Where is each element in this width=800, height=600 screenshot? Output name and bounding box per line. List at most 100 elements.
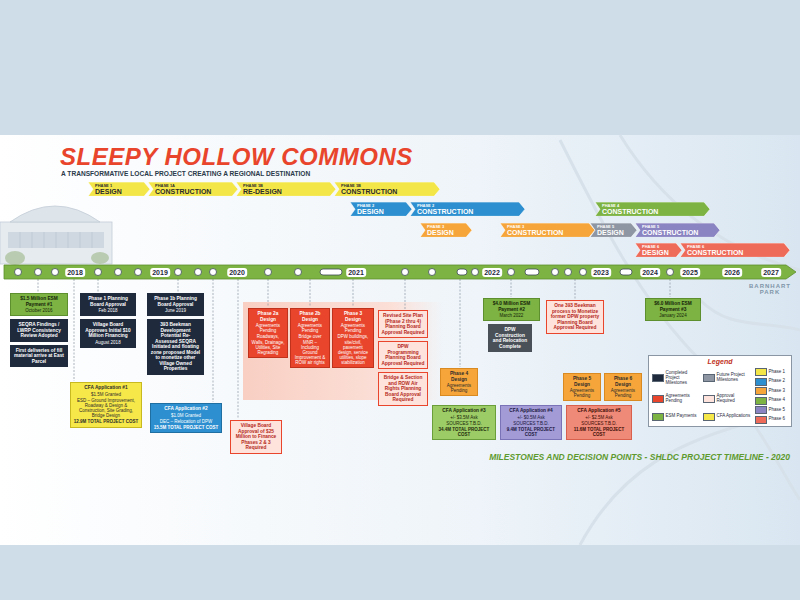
box-text: DESIGN [95,188,143,195]
phase-arrow: PHASE 3CONSTRUCTION [500,223,595,237]
box-heading: One 393 Beekman process to Monetize form… [550,303,601,331]
legend-grid: Completed Project MilestonesFuture Proje… [652,368,789,424]
box-text: DESIGN [357,208,405,215]
leader-lines [38,279,670,419]
legend-text: Phase 2 [769,379,786,384]
box-heading: CFA Application #3 [436,408,493,414]
milestone-box: CFA Application #4+/- $0.5M AskSOURCES T… [500,405,562,440]
box-heading: Phase 4 Design [444,371,475,382]
box-text: 11.6M TOTAL PROJECT COST [570,427,629,437]
year-label: 2019 [150,268,170,277]
box-heading: CFA Application #5 [570,408,629,414]
legend-text: Phase 1 [769,370,786,375]
box-text: CONSTRUCTION [417,208,518,215]
box-heading: CFA Application #1 [74,385,139,391]
box-heading: Phase 2b Design [294,311,327,322]
milestone-box: DPW Programming Planning Board Approval … [378,341,428,369]
year-label: 2018 [65,268,85,277]
legend-item: Future Project Milestones [703,368,751,388]
phase-arrow: PHASE 6DESIGN [635,243,682,257]
year-label: 2023 [591,268,611,277]
box-text: CONSTRUCTION [341,188,433,195]
legend-box: LegendCompleted Project MilestonesFuture… [648,355,792,427]
box-heading: Village Board Approves Initial $10 Milli… [84,322,133,339]
box-heading: PHASE 3 [427,225,465,229]
box-text: CONSTRUCTION [602,208,703,215]
box-heading: SEQRA Findings / LWRP Consistency Review… [14,322,65,339]
box-heading: DPW Construction and Relocation Complete [492,327,529,349]
box-text: RE-DESIGN [243,188,329,195]
box-text: 34.4M TOTAL PROJECT COST [436,427,493,437]
box-heading: $1.5 Million ESM Payment #1 [14,296,65,307]
legend-text: Phase 3 [769,389,786,394]
box-text: Agreements Pending [444,383,475,393]
arrow-fill [88,182,150,196]
legend-item: Phase 1 [755,368,789,376]
legend-swatch [755,406,767,414]
timeline-markers [15,269,674,276]
box-heading: PHASE 1A [155,184,231,188]
box-heading: $6.0 Million ESM Payment #3 [649,301,698,312]
box-text: CONSTRUCTION [155,188,231,195]
legend-text: Completed Project Milestones [666,371,700,386]
box-text: January 2024 [649,313,698,318]
legend-swatch [652,395,664,403]
box-heading: PHASE 2 [417,204,518,208]
legend-swatch [755,416,767,424]
legend-item: Phase 6 [755,416,789,424]
phase-arrow: PHASE 6CONSTRUCTION [680,243,790,257]
box-heading: Legend [652,358,789,366]
box-heading: Phase 5 Design [567,376,598,387]
box-text: $1.0M Granted [154,413,219,418]
box-heading: PHASE 1 [95,184,143,188]
arrow-fill [500,223,595,237]
legend-swatch [652,374,664,382]
milestone-box: Phase 1 Planning Board ApprovalFeb 2018 [80,293,136,316]
milestone-box: Phase 6 DesignAgreements Pending [604,373,642,401]
box-text: CONSTRUCTION [687,249,783,256]
box-text: Bridge over MNR – Including Ground Impro… [294,334,327,365]
milestone-box: Revised Site Plan (Phase 2 thru 4) Plann… [378,310,428,338]
box-text: +/- $2.5M Ask [570,415,629,420]
year-label: 2021 [346,268,366,277]
phase-arrow: PHASE 4CONSTRUCTION [595,202,710,216]
arrow-fill [148,182,238,196]
subtitle: A TRANSFORMATIVE LOCAL PROJECT CREATING … [61,170,310,177]
legend-swatch [703,413,715,421]
title: SLEEPY HOLLOW COMMONS [60,143,413,171]
box-text: Agreements Pending [294,323,327,333]
legend-column: Phase 1Phase 2Phase 3Phase 4Phase 5Phase… [755,368,789,424]
legend-item: Approval Required [703,391,751,406]
box-text: DESIGN [427,229,465,236]
legend-item: Phase 5 [755,406,789,414]
year-label: 2026 [722,268,742,277]
box-text: Agreements Pending [252,323,285,333]
year-label: 2022 [482,268,502,277]
milestone-box: First deliveries of fill material arrive… [10,345,68,368]
milestone-box: $1.5 Million ESM Payment #1October 2016 [10,293,68,316]
box-heading: Revised Site Plan (Phase 2 thru 4) Plann… [382,313,425,335]
box-text: SOURCES T.B.D. [436,421,493,426]
legend-item: Phase 3 [755,387,789,395]
box-heading: PHASE 3 [507,225,588,229]
box-text: DPW buildings, site/civil, pavement desi… [336,334,371,365]
legend-item: Completed Project Milestones [652,368,700,388]
milestone-box: $4.0 Million ESM Payment #2March 2022 [483,298,540,321]
box-text: CONSTRUCTION [507,229,588,236]
milestone-box: CFA Application #1$1.5M GrantedESD – Gro… [70,382,142,428]
legend-swatch [755,378,767,386]
phase-arrow: PHASE 1ACONSTRUCTION [148,182,238,196]
box-heading: Phase 1 Planning Board Approval [84,296,133,307]
caption: MILESTONES AND DECISION POINTS - SHLDC P… [489,452,790,462]
box-text: SOURCES T.B.D. [570,421,629,426]
box-text: +/- $0.5M Ask [504,415,559,420]
arrow-fill [595,202,710,216]
box-text: June 2019 [151,308,201,313]
phase-arrow: PHASE 3DESIGN [420,223,472,237]
milestone-box: $6.0 Million ESM Payment #3January 2024 [645,298,701,321]
box-heading: DPW Programming Planning Board Approval … [382,344,425,366]
phase-arrow: PHASE 1BCONSTRUCTION [334,182,440,196]
phase-arrow: PHASE 2DESIGN [350,202,412,216]
legend-text: ESM Payments [666,414,697,419]
box-heading: Village Board Approval of $25 Million to… [234,423,279,451]
